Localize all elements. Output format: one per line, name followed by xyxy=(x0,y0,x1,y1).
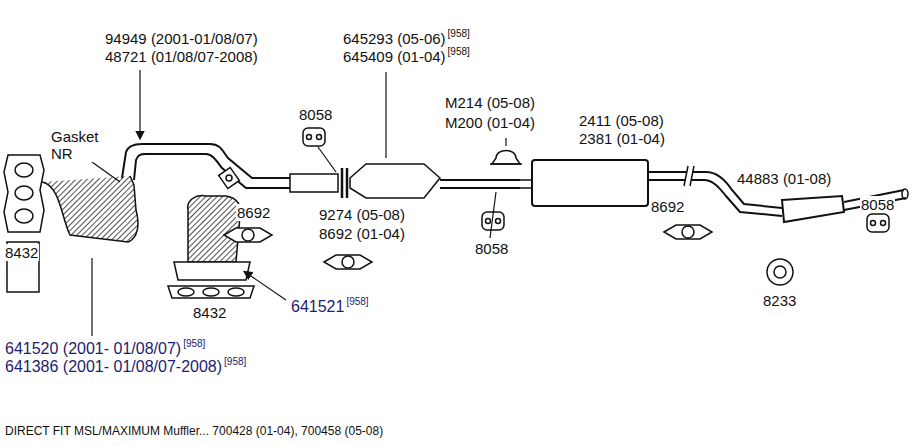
callout-number: 645409 (01-04) xyxy=(342,48,447,65)
callout-number: 8233 xyxy=(762,292,797,309)
callout-number: 645293 (05-06) xyxy=(342,30,447,47)
callout-number: 8692 xyxy=(650,198,685,215)
footnote-ref: [958] xyxy=(182,338,206,349)
callout-number: 8692 xyxy=(236,204,271,221)
callout-number: 8692 (01-04) xyxy=(318,225,406,242)
callout-number: 44883 (01-08) xyxy=(736,170,832,187)
caption-note: DIRECT FIT MSL/MAXIMUM Muffler... 700428… xyxy=(4,424,384,438)
callout-number: 8432 xyxy=(192,304,227,321)
footnote-ref: [958] xyxy=(223,356,247,367)
callout-number: 8058 xyxy=(474,240,509,257)
callout-number: 641520 (2001- 01/08/07) xyxy=(4,340,182,357)
callout-number: 2381 (01-04) xyxy=(578,130,666,147)
callout-number: 8058 xyxy=(860,196,895,213)
callout-number: Gasket NR xyxy=(50,128,104,162)
callout-number: 94949 (2001-01/08/07) xyxy=(104,30,259,47)
callout-number: M214 (05-08) xyxy=(444,94,536,111)
callout-number: 48721 (01/08/07-2008) xyxy=(104,48,259,65)
callout-number: 8432 xyxy=(4,244,39,261)
footnote-ref: [958] xyxy=(345,296,369,307)
callout-number: 641386 (2001- 01/08/07-2008) xyxy=(4,358,223,375)
callout-number: 8058 xyxy=(298,106,333,123)
callout-number: 9274 (05-08) xyxy=(318,206,406,223)
callout-number: 2411 (05-08) xyxy=(578,112,665,129)
footnote-ref: [958] xyxy=(447,28,471,39)
footnote-ref: [958] xyxy=(447,46,471,57)
callout-number: M200 (01-04) xyxy=(444,114,536,131)
callout-number: 641521 xyxy=(290,298,345,315)
